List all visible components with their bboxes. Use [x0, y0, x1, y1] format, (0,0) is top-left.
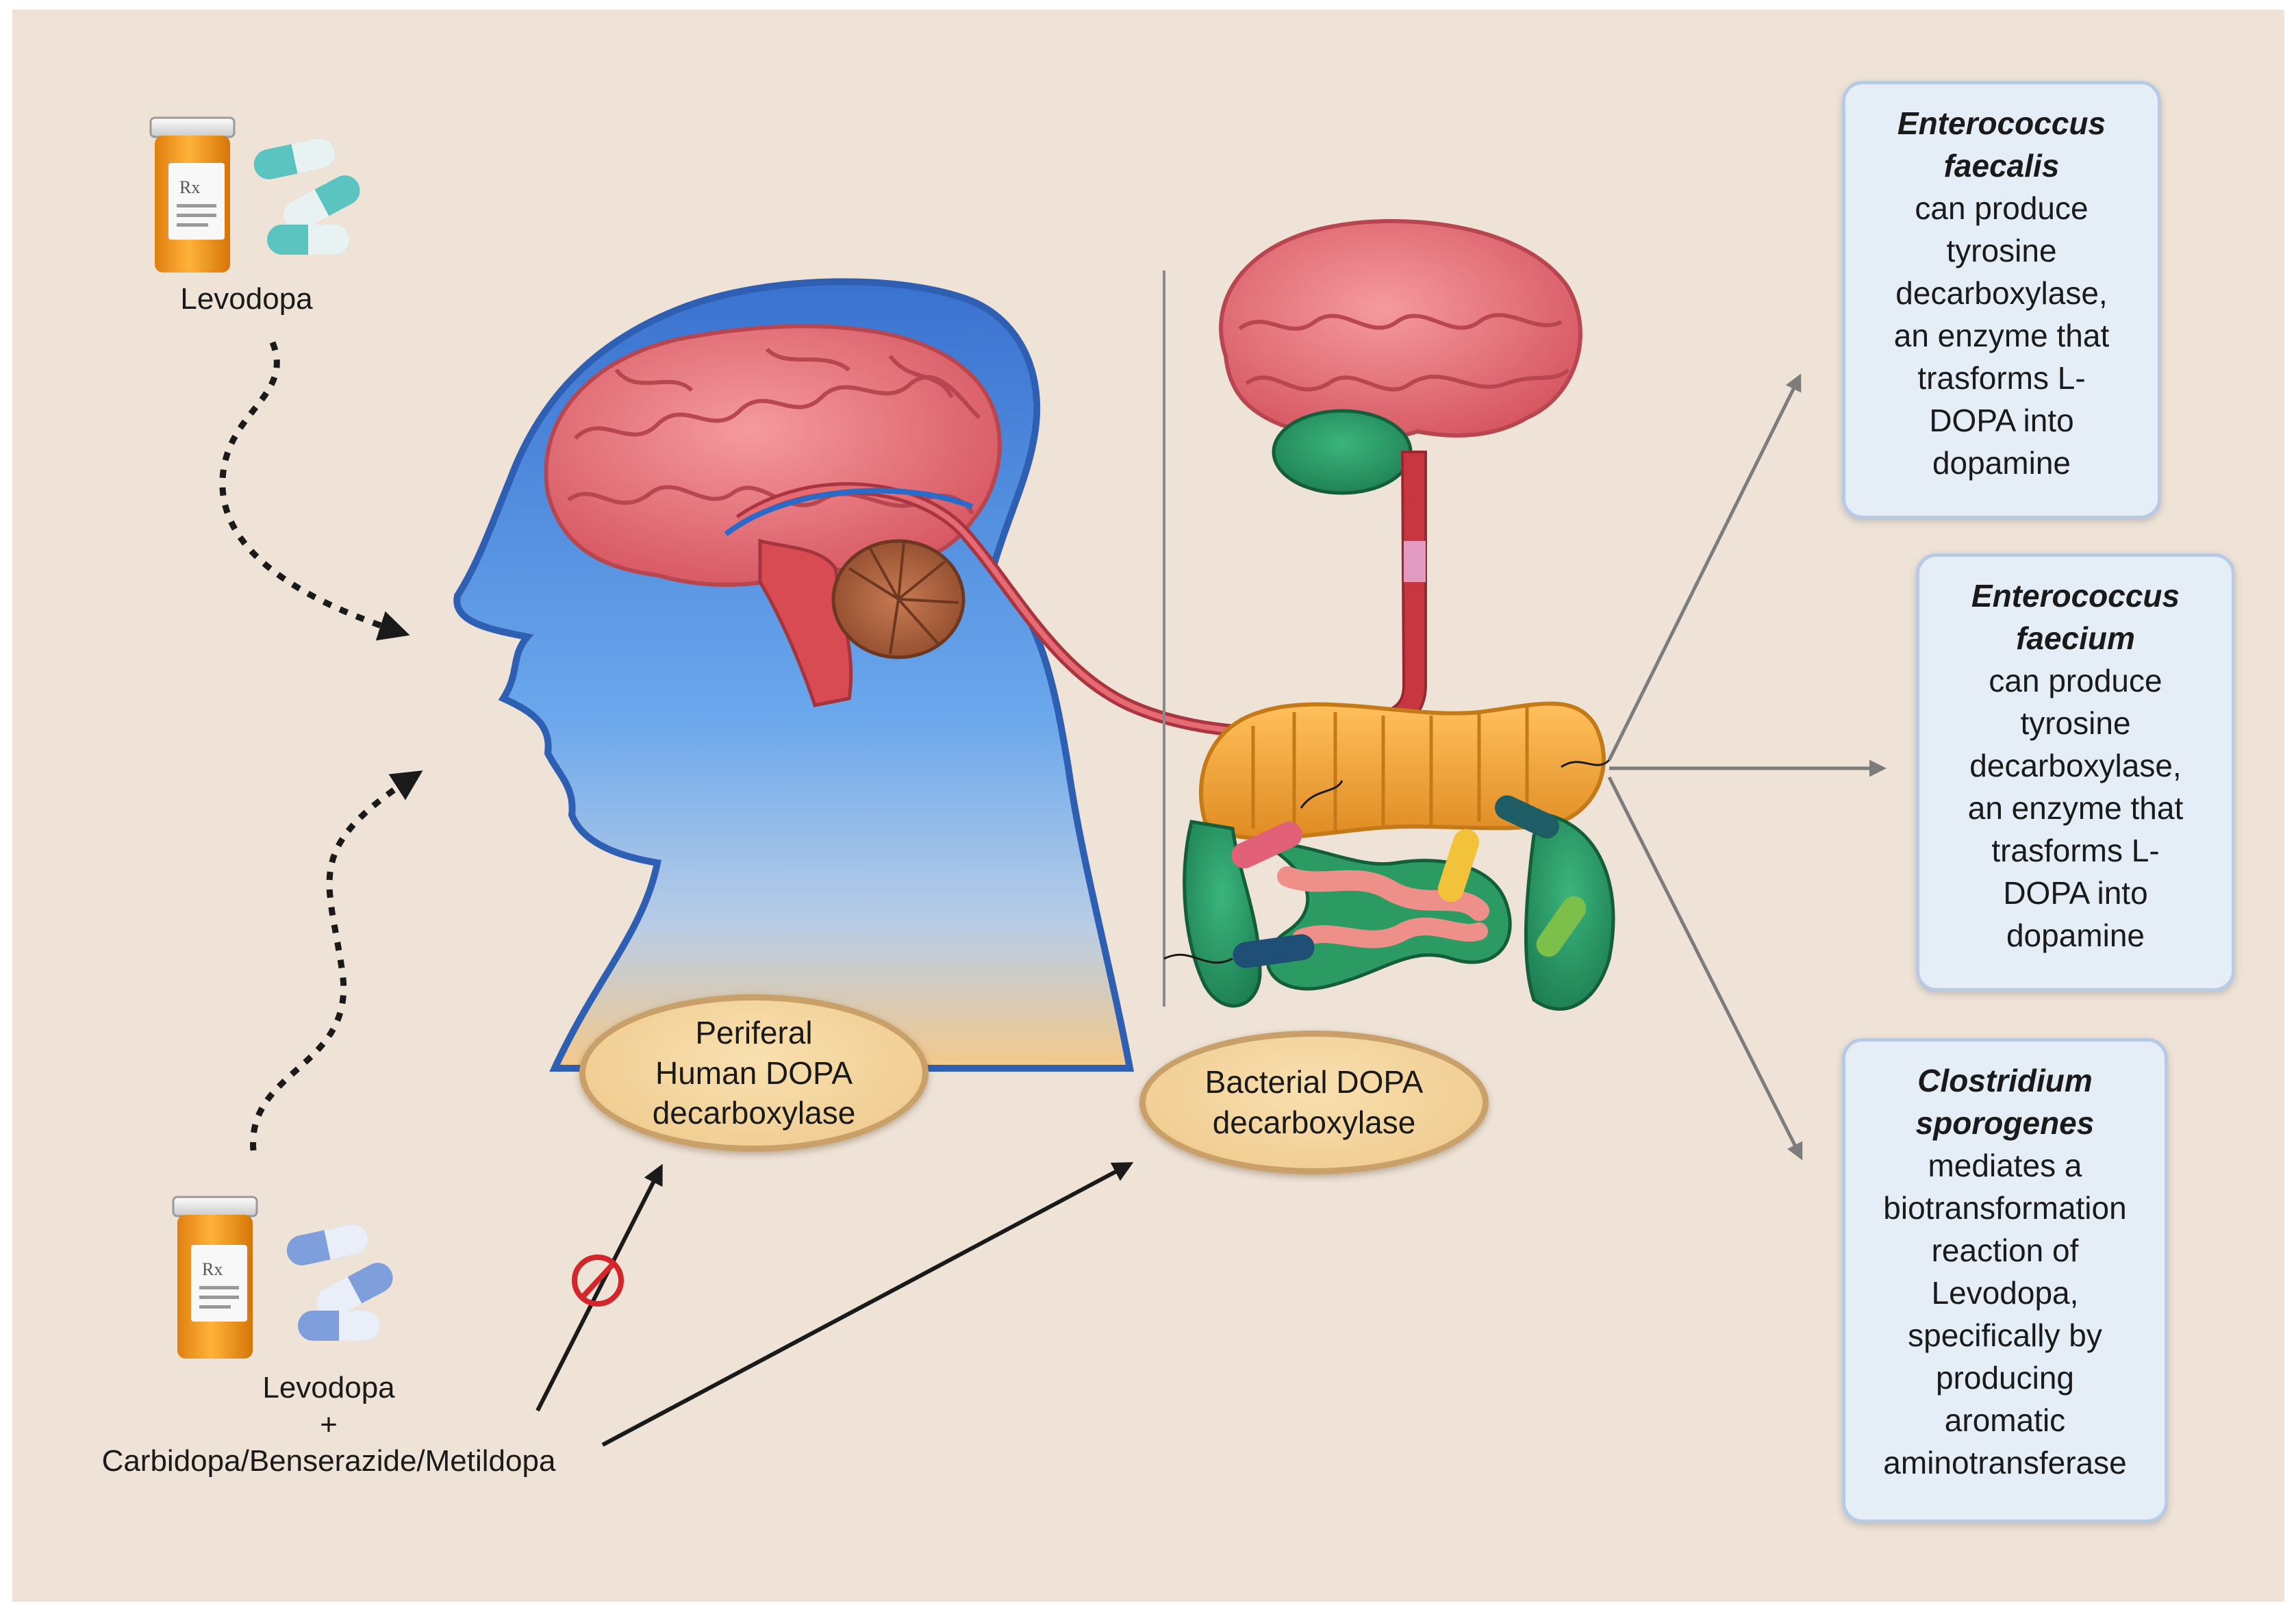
svg-text:Rx: Rx	[202, 1259, 223, 1279]
combo-line-levodopa: Levodopa	[262, 1371, 395, 1404]
dotted-arrow-to-head-bottom	[250, 770, 423, 1151]
human-enzyme-line-2: Human DOPA	[655, 1055, 853, 1091]
bacteria-card-clostridium: Clostridium sporogenes mediates a biotra…	[1842, 1038, 2168, 1523]
species-description: can produce tyrosine decarboxylase, an e…	[1967, 663, 2184, 953]
capsule-icon	[286, 1224, 393, 1341]
brain-gut-illustration	[1163, 218, 1615, 1011]
species-name: Enterococcus	[1971, 578, 2180, 614]
species-name: faecalis	[1943, 148, 2060, 184]
no-entry-icon	[572, 1254, 624, 1307]
human-enzyme-line-3: decarboxylase	[652, 1095, 856, 1131]
bacteria-card-faecium: Enterococcus faecium can produce tyrosin…	[1916, 553, 2235, 992]
combo-line-plus: +	[320, 1407, 338, 1441]
bacteria-card-faecalis: Enterococcus faecalis can produce tyrosi…	[1842, 81, 2161, 519]
levodopa-label: Levodopa	[180, 282, 313, 316]
combination-therapy-label: Levodopa + Carbidopa/Benserazide/Metildo…	[68, 1370, 589, 1480]
arrow-to-faecalis	[1607, 373, 1802, 761]
pill-bottle-icon: Rx	[172, 1196, 258, 1359]
pill-bottle-icon: Rx	[149, 116, 236, 273]
arrow-to-bacterial-decarboxylase	[601, 1162, 1134, 1447]
human-decarboxylase-label: Periferal Human DOPA decarboxylase	[579, 994, 929, 1152]
bacterial-decarboxylase-label: Bacterial DOPA decarboxylase	[1139, 1031, 1489, 1174]
species-name: Enterococcus	[1897, 105, 2106, 141]
arrow-to-clostridium	[1607, 776, 1803, 1161]
species-name: Clostridium	[1917, 1063, 2093, 1098]
dotted-arrow-to-head-top	[219, 341, 410, 641]
species-name: faecium	[2016, 620, 2135, 656]
species-name: sporogenes	[1915, 1105, 2095, 1141]
human-enzyme-line-1: Periferal	[695, 1014, 813, 1050]
capsule-icon	[253, 138, 360, 255]
species-description: can produce tyrosine decarboxylase, an e…	[1893, 190, 2110, 481]
bacterial-enzyme-line-1: Bacterial DOPA	[1204, 1064, 1424, 1100]
arrow-to-human-decarboxylase	[535, 1163, 663, 1412]
species-description: mediates a biotransformation reaction of…	[1883, 1148, 2127, 1480]
svg-text:Rx: Rx	[179, 177, 200, 197]
combo-line-inhibitors: Carbidopa/Benserazide/Metildopa	[101, 1444, 556, 1478]
bacterial-enzyme-line-2: decarboxylase	[1212, 1105, 1416, 1140]
